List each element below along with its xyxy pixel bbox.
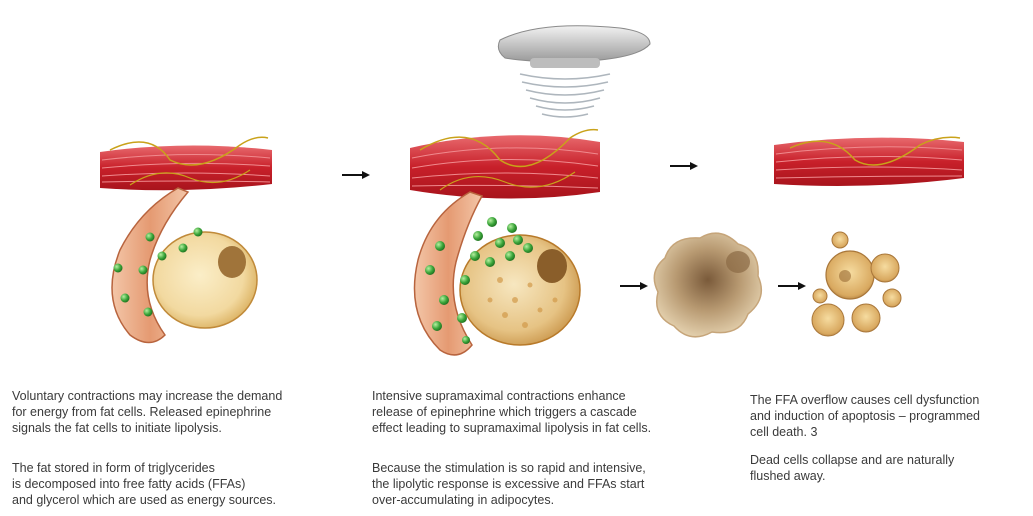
stage1-muscle-fiber-icon — [100, 137, 272, 190]
stage2-fat-cell-icon — [460, 235, 580, 345]
stage1-fat-cell-icon — [153, 232, 257, 328]
stage2-caption-paragraph2: Because the stimulation is so rapid and … — [372, 460, 732, 508]
stage1-caption-paragraph1: Voluntary contractions may increase the … — [12, 388, 362, 436]
dead-cell-debris-icon — [812, 232, 901, 336]
stage3-caption-paragraph1: The FFA overflow causes cell dysfunction… — [750, 392, 1030, 440]
applicator-icon — [498, 26, 650, 117]
arrow-right-icon — [620, 282, 648, 290]
apoptotic-cell-icon — [654, 233, 761, 337]
stage2-muscle-fiber-icon — [410, 130, 600, 199]
arrow-right-icon — [670, 162, 698, 170]
stage3-caption-paragraph2: Dead cells collapse and are naturally fl… — [750, 452, 1030, 484]
stage3-muscle-fiber-icon — [774, 137, 964, 186]
stage1-caption-paragraph2: The fat stored in form of triglycerides … — [12, 460, 362, 508]
arrow-right-icon — [342, 171, 370, 179]
lipolysis-diagram — [0, 0, 1033, 380]
arrow-right-icon — [778, 282, 806, 290]
stage2-caption-paragraph1: Intensive supramaximal contractions enha… — [372, 388, 732, 436]
